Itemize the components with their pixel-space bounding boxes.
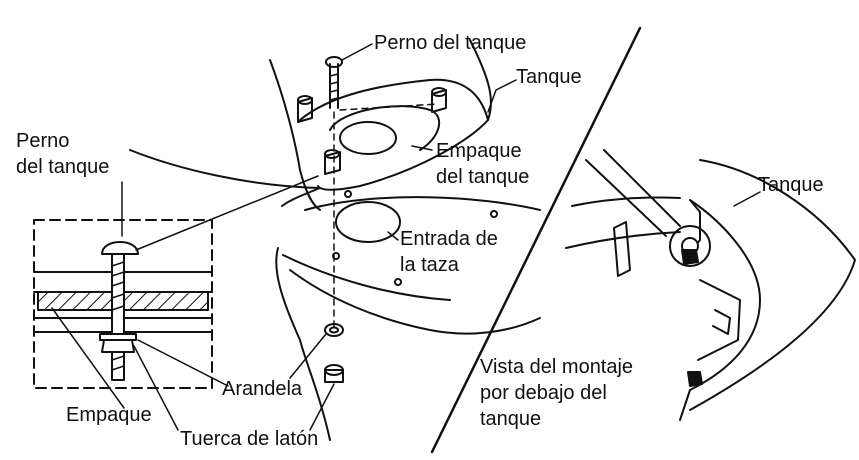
tank-boss-center-top xyxy=(324,149,340,159)
label-perno-tanque-top: Perno del tanque xyxy=(374,32,527,54)
leader-detail-to-main xyxy=(135,175,319,251)
label-empaque-tanque-line1: Empaque xyxy=(436,140,522,162)
deck-hole xyxy=(490,210,498,218)
tank-swoosh xyxy=(129,149,321,207)
tank-outlet xyxy=(339,121,397,155)
seat-edge xyxy=(565,231,681,249)
leader-entrada xyxy=(387,231,399,241)
tank-boss-left-top xyxy=(297,95,313,105)
label-vista-line1: Vista del montaje xyxy=(480,356,634,378)
tank-boss-left xyxy=(297,97,313,123)
bowl-inner-curve xyxy=(282,254,451,301)
seat-edge xyxy=(571,196,681,207)
leader-tanque-right xyxy=(733,191,761,207)
tank-underside-inner xyxy=(689,199,761,391)
label-empaque-tanque-line2: del tanque xyxy=(436,166,530,188)
wrench-handle xyxy=(585,149,681,237)
washer-hole xyxy=(329,326,339,334)
under-nut-lower xyxy=(687,371,703,387)
deck-hole xyxy=(332,252,340,260)
deck-hole xyxy=(344,190,352,198)
leader-arandela-detail xyxy=(137,339,229,387)
bowl-outline xyxy=(275,247,331,441)
bolt-head-top xyxy=(325,56,343,68)
tank-boss-right-top xyxy=(431,87,447,97)
bolt-threads-top xyxy=(329,73,339,101)
label-vista-line3: tanque xyxy=(480,408,542,430)
alignment-line xyxy=(339,103,439,111)
leader-tuerca-detail xyxy=(133,345,179,431)
label-empaque: Empaque xyxy=(66,404,152,426)
tank-lower-edge xyxy=(679,389,691,421)
tank-boss-center xyxy=(324,151,341,175)
label-tanque-right: Tanque xyxy=(758,174,824,196)
tank-bottom-plate xyxy=(299,78,489,191)
label-perno-left-line1: Perno xyxy=(16,130,70,152)
leader-tuerca xyxy=(309,383,335,431)
label-entrada-taza-line2: la taza xyxy=(400,254,459,276)
tank-left-wall xyxy=(269,59,321,211)
label-entrada-taza-line1: Entrada de xyxy=(400,228,498,250)
tank-underside-curve xyxy=(689,159,856,411)
tank-front-wall xyxy=(469,39,492,121)
under-nut xyxy=(681,249,699,265)
label-vista-line2: por debajo del xyxy=(480,382,607,404)
detail-inset-box xyxy=(33,219,213,389)
tank-boss-right xyxy=(431,89,447,113)
leader-empaque-tanque xyxy=(411,145,433,151)
bowl-seat-top xyxy=(304,196,541,211)
bowl-inlet xyxy=(335,201,401,243)
hinge-part xyxy=(613,221,631,277)
label-arandela: Arandela xyxy=(222,378,303,400)
deck-hole xyxy=(394,278,402,286)
leader-tanque-left xyxy=(487,79,517,113)
nut-part xyxy=(324,369,344,383)
bowl-rim-curve xyxy=(289,269,541,335)
wrench-head xyxy=(669,225,711,267)
detail-nut xyxy=(101,339,135,353)
washer-part xyxy=(324,323,344,337)
leader-empaque xyxy=(51,307,125,409)
tank-rib xyxy=(712,309,731,335)
label-tuerca: Tuerca de latón xyxy=(180,428,319,450)
tank-gasket xyxy=(329,105,441,151)
tank-rib xyxy=(697,279,741,361)
label-tanque-left: Tanque xyxy=(516,66,582,88)
nut-top xyxy=(324,364,344,376)
label-perno-left-line2: del tanque xyxy=(16,156,110,178)
view-divider-line xyxy=(430,26,642,454)
detail-bolt-head xyxy=(101,241,139,255)
leader-arandela xyxy=(289,333,327,379)
leader-perno-top xyxy=(341,43,373,61)
